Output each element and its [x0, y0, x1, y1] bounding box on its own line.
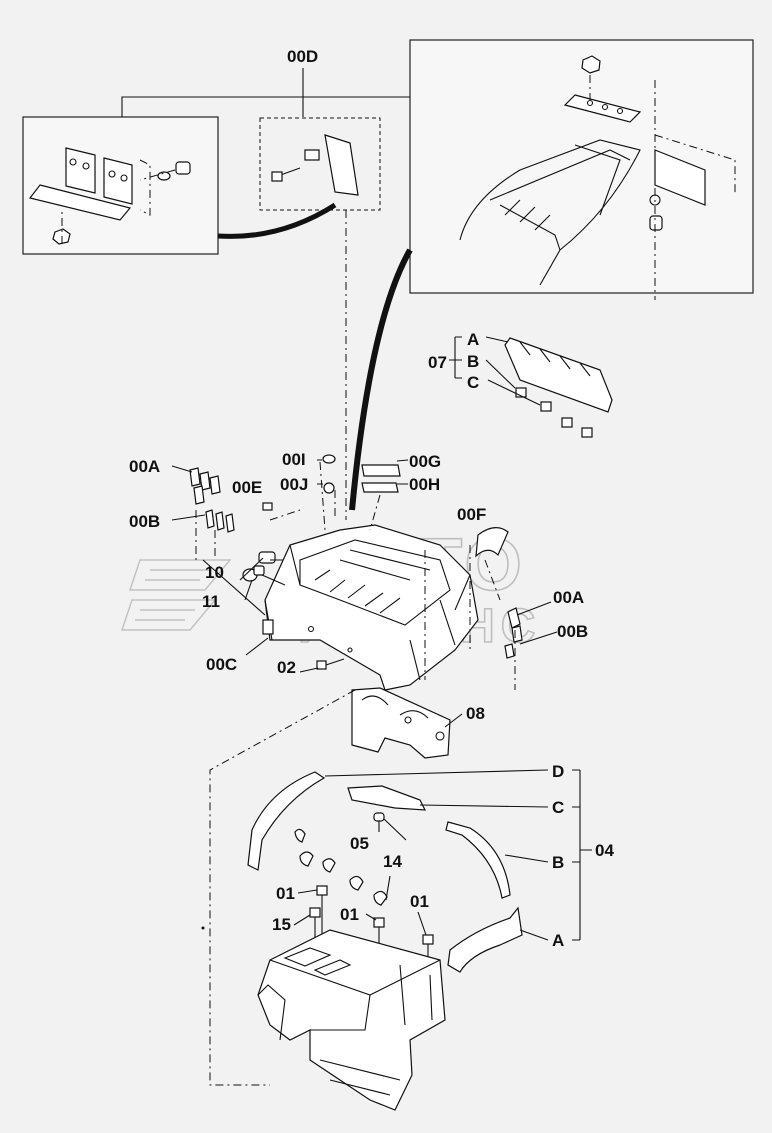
callout-08: 08: [466, 704, 485, 723]
pin-05: [373, 812, 385, 832]
bracket-08: [351, 687, 451, 759]
callout-10: 10: [205, 563, 224, 582]
leader-00D: [121, 68, 410, 117]
callout-00F: 00F: [457, 505, 486, 524]
cover-plate-icon: [271, 134, 359, 196]
console-housing-icon: [459, 139, 641, 286]
callout-01a: 01: [276, 884, 295, 903]
clips-00A-left: [189, 467, 221, 505]
callout-00B-right: 00B: [557, 622, 588, 641]
callout-05: 05: [350, 834, 369, 853]
part-00G: [361, 464, 401, 477]
clips-00B-left: [205, 509, 235, 533]
switch-panel-07: [504, 337, 613, 438]
callout-04A: A: [552, 931, 564, 950]
callout-07B: B: [467, 352, 479, 371]
callout-00A-right: 00A: [553, 588, 584, 607]
callout-07C: C: [467, 373, 479, 392]
nut-icon-top: [581, 55, 601, 74]
part-00E: [262, 502, 273, 511]
callout-00C: 00C: [206, 655, 237, 674]
frame-base: [257, 929, 446, 1111]
callout-11: 11: [202, 592, 220, 611]
callout-00G: 00G: [409, 452, 441, 471]
callout-04C: C: [552, 798, 564, 817]
callout-02: 02: [277, 658, 296, 677]
callout-01c: 01: [410, 892, 429, 911]
bolt-icon: [157, 161, 191, 181]
console-assembly: [262, 524, 479, 691]
callout-00A-left: 00A: [129, 457, 160, 476]
frame-04B: [445, 821, 511, 899]
part-00J: [323, 482, 335, 494]
frame-04A: [447, 906, 523, 973]
callout-00B-left: 00B: [129, 512, 160, 531]
connector-right: [349, 248, 413, 511]
frame-04D: [247, 771, 326, 871]
leader-08-base: [209, 689, 356, 1086]
detail-box-right: [409, 39, 754, 300]
callout-00E: 00E: [232, 478, 262, 497]
callout-04B: B: [552, 853, 564, 872]
callout-04D: D: [552, 762, 564, 781]
callout-00J: 00J: [280, 475, 308, 494]
watermark-logo-icon: [120, 559, 232, 631]
clips-00B-right: [504, 643, 515, 659]
part-00F: [475, 527, 509, 558]
callout-04: 04: [595, 841, 614, 860]
part-00H: [361, 482, 399, 493]
clips-14: [294, 828, 388, 906]
callout-14: 14: [383, 852, 402, 871]
callout-07: 07: [428, 353, 447, 372]
bracket-07: [449, 336, 462, 379]
mount-plate-icon: [563, 94, 642, 123]
callout-00H: 00H: [409, 475, 440, 494]
detail-box-left: [22, 116, 219, 255]
callout-00D: 00D: [287, 47, 318, 66]
bracket-plate-icon: [28, 147, 151, 221]
callout-01b: 01: [340, 905, 359, 924]
part-10: [258, 551, 276, 564]
part-00I: [322, 454, 336, 464]
callout-15: 15: [272, 915, 291, 934]
callout-00I: 00I: [282, 450, 306, 469]
bolt-02: [316, 658, 345, 670]
bracket-04: [572, 769, 592, 941]
callout-07A: A: [467, 330, 479, 349]
detail-box-middle: [259, 117, 381, 211]
connector-left: [217, 202, 337, 239]
part-11: [242, 565, 265, 582]
frame-04C: [347, 785, 427, 811]
